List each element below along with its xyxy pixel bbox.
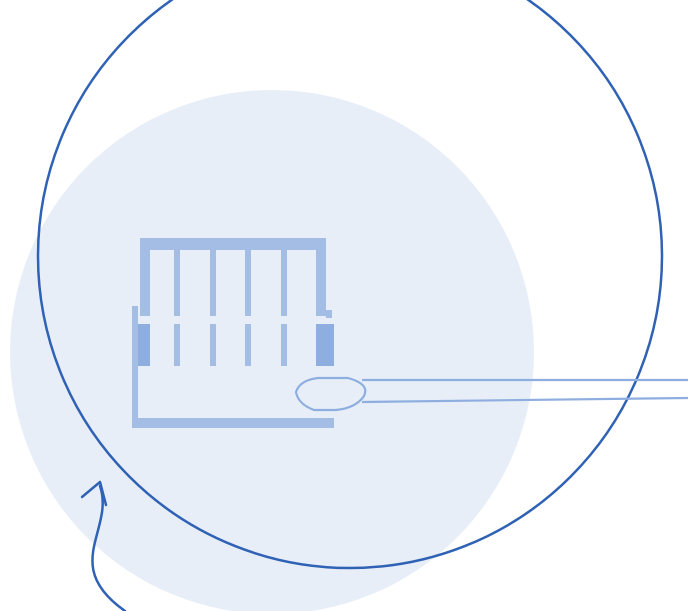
cassette-right-upper	[316, 238, 326, 316]
outline-circle	[36, 0, 664, 570]
strip-2-upper	[210, 250, 216, 316]
cassette-left-lower-inner	[138, 324, 150, 366]
strip-4-upper	[281, 250, 287, 316]
background-blob	[10, 90, 534, 611]
cassette-right-notch	[326, 310, 332, 318]
strip-3-lower	[245, 324, 251, 366]
cassette-top-bar	[140, 238, 326, 250]
strip-2-lower	[210, 324, 216, 366]
swab-icon	[294, 376, 688, 412]
cassette-base	[132, 418, 334, 428]
strip-1-upper	[174, 250, 180, 316]
test-cassette-icon	[132, 238, 334, 428]
strip-1-lower	[174, 324, 180, 366]
cassette-left-lower	[132, 306, 138, 424]
cassette-left-upper	[140, 238, 150, 316]
swab-stick-bottom	[361, 396, 688, 404]
cassette-right-lower	[316, 324, 334, 366]
swab-tip	[294, 376, 367, 412]
curved-arrow-icon	[80, 480, 127, 611]
strip-3-upper	[245, 250, 251, 316]
strip-4-lower	[281, 324, 287, 366]
